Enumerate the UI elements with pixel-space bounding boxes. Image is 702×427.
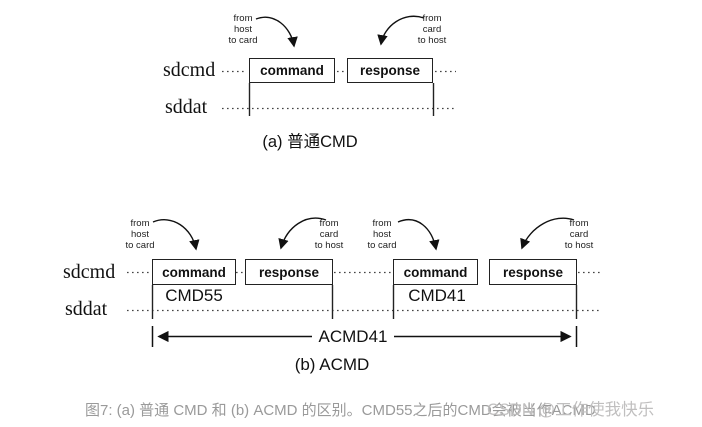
signal-label-sddat: sddat: [65, 298, 108, 320]
annotation-from-card-to-host: from card to host: [300, 218, 358, 251]
diagram-b-frame-drop-lines: [151, 285, 578, 319]
annotation-line: to host: [314, 240, 344, 251]
card-to-host-arrow: [377, 15, 425, 46]
annotation-line: to card: [228, 35, 258, 46]
cmd55-label: CMD55: [165, 286, 223, 305]
annotation-from-host-to-card: from host to card: [111, 218, 169, 251]
diagram-a-frame-drop-lines: [248, 83, 435, 116]
diagram-a: from host to card from card to host sdcm…: [0, 0, 702, 160]
signal-label-sddat: sddat: [165, 96, 208, 118]
annotation-line: host: [131, 229, 149, 240]
command-frame: command: [249, 58, 335, 83]
diagram-b: from host to card from card to host from…: [0, 200, 702, 390]
diagram-a-curved-arrows: [255, 15, 425, 48]
command-frame: command: [152, 259, 236, 285]
annotation-line: from: [422, 13, 442, 24]
annotation-line: to card: [125, 240, 155, 251]
diagram-b-signal-lines: [127, 271, 601, 312]
annotation-line: to host: [564, 240, 594, 251]
figure-caption: 图7: (a) 普通 CMD 和 (b) ACMD 的区别。CMD55之后的CM…: [85, 402, 596, 419]
csdn-watermark: CSDN @工作使我快乐: [487, 401, 655, 419]
annotation-line: host: [234, 24, 252, 35]
annotation-line: from: [233, 13, 253, 24]
cmd41-label: CMD41: [408, 286, 466, 305]
signal-label-sdcmd: sdcmd: [163, 59, 216, 81]
annotation-line: to card: [367, 240, 397, 251]
annotation-line: card: [319, 229, 339, 240]
annotation-from-host-to-card: from host to card: [214, 13, 272, 46]
annotation-line: to host: [417, 35, 447, 46]
annotation-from-card-to-host: from card to host: [550, 218, 608, 251]
host-to-card-arrow: [255, 16, 298, 48]
annotation-line: from: [130, 218, 150, 229]
acmd41-span-arrow: [151, 326, 578, 347]
host-to-card-arrow: [152, 219, 200, 251]
diagram-b-curved-arrows: [152, 217, 575, 251]
command-frame: command: [393, 259, 478, 285]
annotation-from-card-to-host: from card to host: [403, 13, 461, 46]
response-frame: response: [347, 58, 433, 83]
annotation-line: from: [372, 218, 392, 229]
host-to-card-arrow: [397, 219, 440, 251]
diagram-a-signal-lines: [222, 70, 456, 110]
response-frame: response: [245, 259, 333, 285]
annotation-line: host: [373, 229, 391, 240]
annotation-line: card: [422, 24, 442, 35]
diagram-a-caption: (a) 普通CMD: [262, 133, 358, 151]
diagram-b-caption: (b) ACMD: [294, 355, 370, 374]
annotation-line: from: [569, 218, 589, 229]
signal-label-sdcmd: sdcmd: [63, 261, 116, 283]
annotation-line: from: [319, 218, 339, 229]
response-frame: response: [489, 259, 577, 285]
card-to-host-arrow: [520, 217, 575, 250]
annotation-line: card: [569, 229, 589, 240]
card-to-host-arrow: [278, 217, 327, 250]
annotation-from-host-to-card: from host to card: [353, 218, 411, 251]
acmd41-span-label: ACMD41: [313, 327, 393, 347]
